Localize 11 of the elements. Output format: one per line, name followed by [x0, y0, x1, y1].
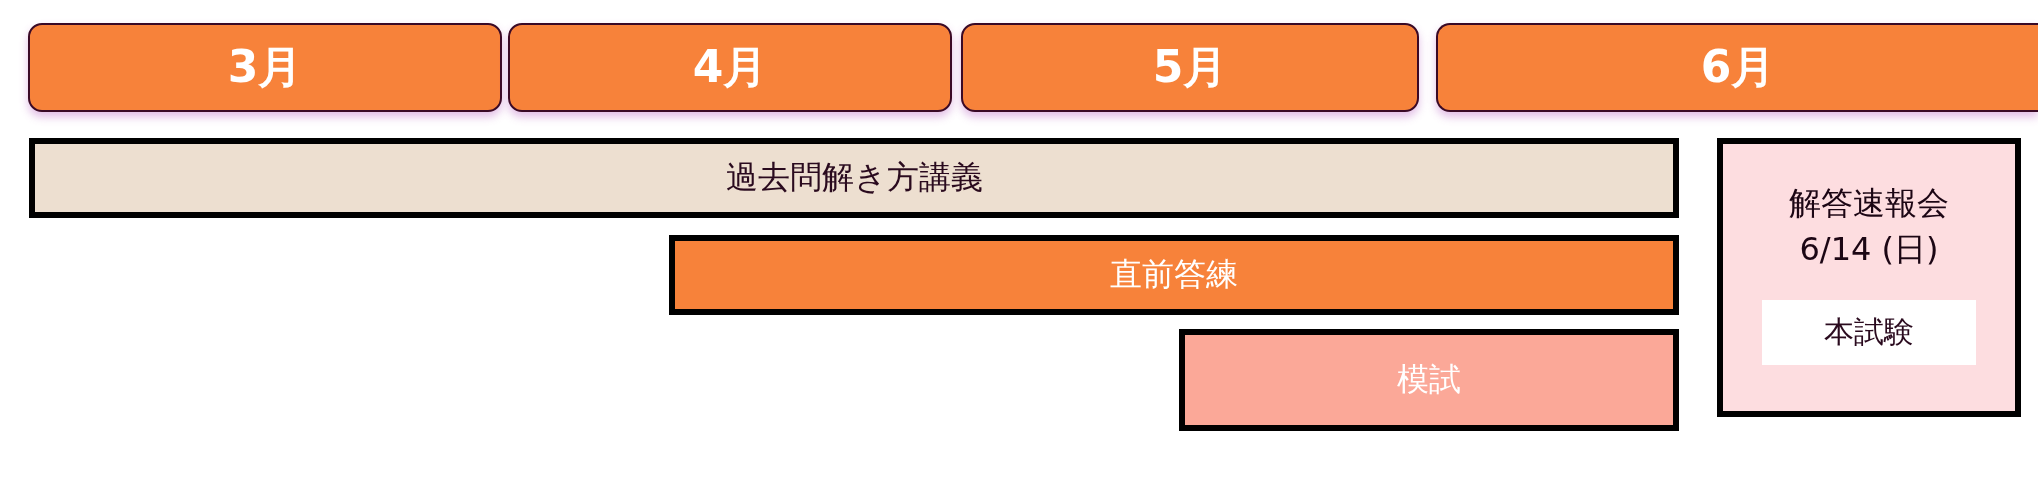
month-header: 3月: [28, 23, 502, 112]
event-panel: [1717, 138, 2021, 417]
schedule-bar: 模試: [1179, 329, 1679, 431]
month-header: 6月: [1436, 23, 2038, 112]
month-header: 5月: [961, 23, 1419, 112]
exam-label-box: 本試験: [1762, 300, 1976, 365]
schedule-bar: 過去問解き方講義: [29, 138, 1679, 218]
event-title: 解答速報会: [1789, 183, 1949, 224]
schedule-bar: 直前答練: [669, 235, 1679, 315]
event-date: 6/14 (日): [1799, 229, 1939, 270]
month-header: 4月: [508, 23, 952, 112]
